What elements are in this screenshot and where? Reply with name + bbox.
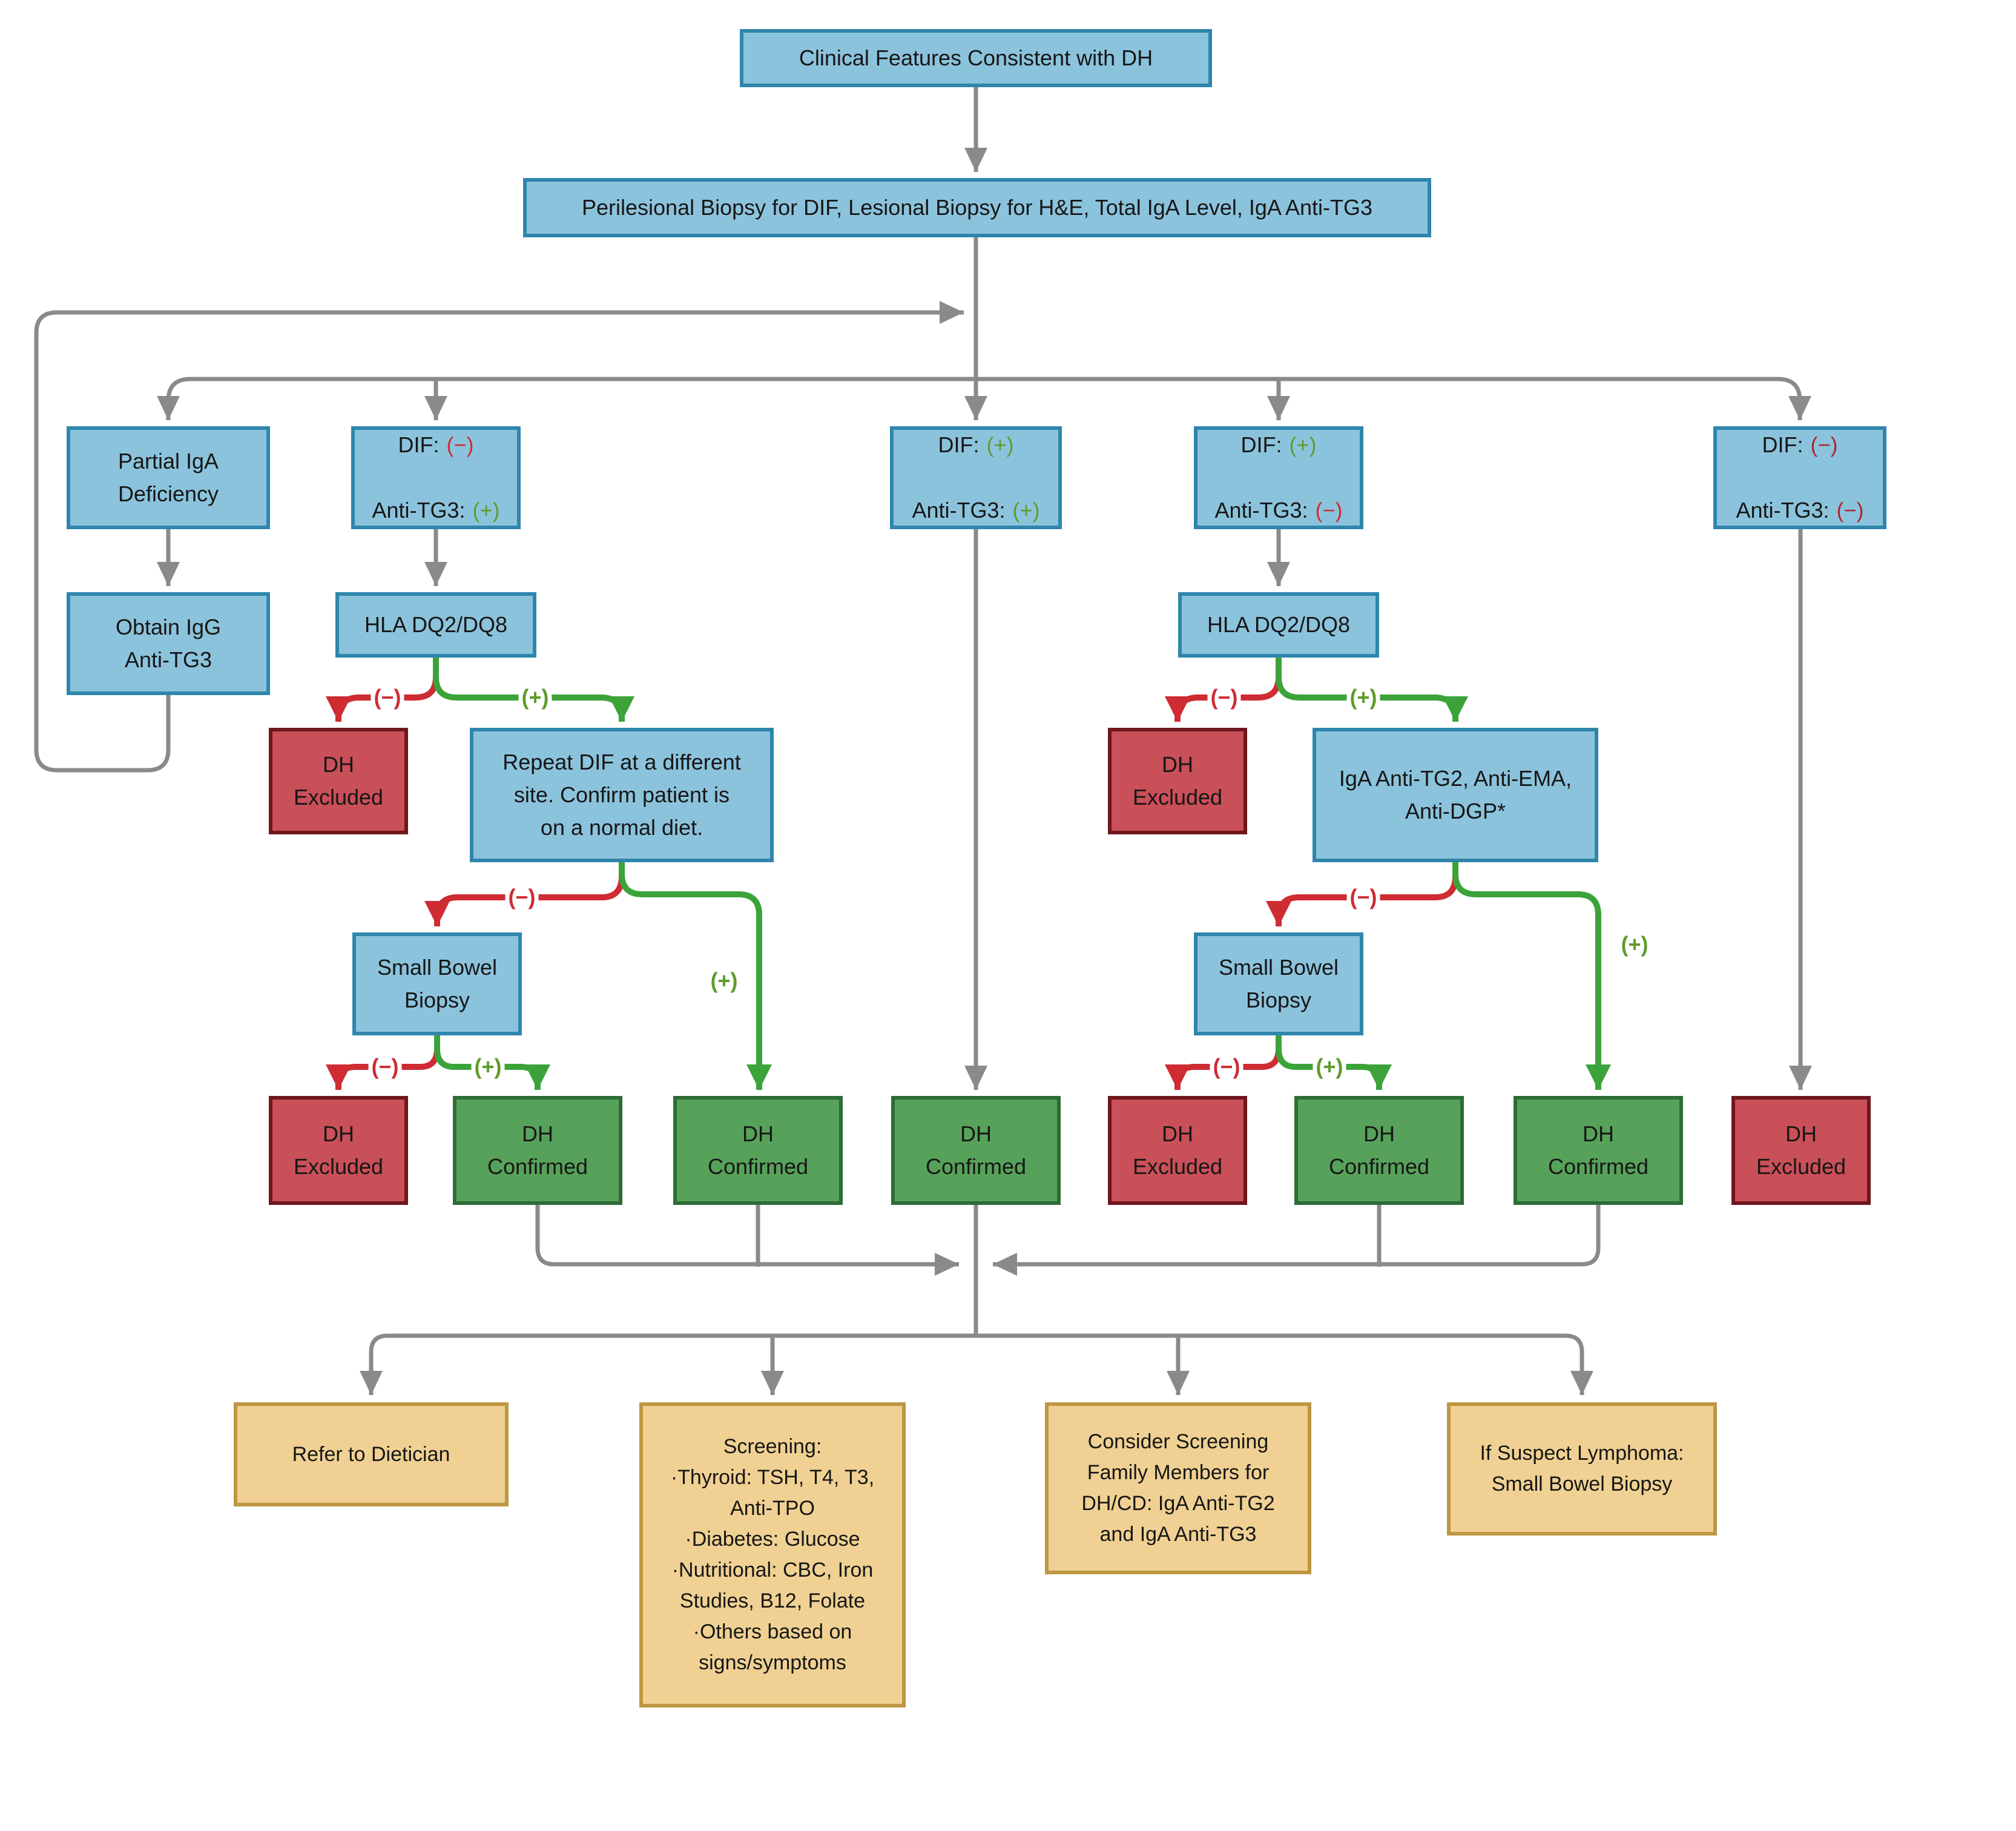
tg3-label: Anti-TG3:: [912, 498, 1006, 523]
edge-label-positive: (+): [471, 1055, 505, 1079]
dif-value: (+): [1289, 432, 1317, 457]
positive-connectors: [433, 658, 1611, 1090]
node-clinical-features: Clinical Features Consistent with DH: [740, 29, 1212, 87]
gray-connectors: [34, 87, 1812, 1395]
tg3-value: (−): [1315, 498, 1343, 523]
tg3-value: (+): [1012, 498, 1040, 523]
dif-label: DIF:: [1762, 432, 1804, 457]
edge-label-negative: (−): [1210, 1055, 1244, 1079]
node-small-bowel-biopsy-right: Small Bowel Biopsy: [1194, 932, 1363, 1035]
node-result-excluded-3: DH Excluded: [1731, 1096, 1871, 1205]
node-result-confirmed-5: DH Confirmed: [1514, 1096, 1683, 1205]
node-dif-pos-tg3-pos: DIF:(+) Anti-TG3:(+): [890, 426, 1062, 529]
tg3-value: (+): [472, 498, 500, 523]
dif-value: (−): [1810, 432, 1838, 457]
node-hla-dq2dq8-left: HLA DQ2/DQ8: [335, 592, 536, 658]
node-screening: Screening: ·Thyroid: TSH, T4, T3, Anti-T…: [639, 1402, 906, 1707]
node-family-screening: Consider Screening Family Members for DH…: [1045, 1402, 1311, 1574]
tg3-value: (−): [1836, 498, 1864, 523]
node-dh-excluded-hla-right: DH Excluded: [1108, 728, 1247, 834]
edge-label-negative: (−): [1346, 885, 1380, 909]
node-iga-antibody-panel: IgA Anti-TG2, Anti-EMA, Anti-DGP*: [1313, 728, 1598, 862]
dif-label: DIF:: [1240, 432, 1282, 457]
edge-label-negative: (−): [371, 685, 404, 710]
node-result-confirmed-4: DH Confirmed: [1294, 1096, 1464, 1205]
node-small-bowel-biopsy-left: Small Bowel Biopsy: [352, 932, 522, 1035]
node-result-excluded-1: DH Excluded: [269, 1096, 408, 1205]
dif-value: (−): [446, 432, 474, 457]
node-partial-iga-deficiency: Partial IgA Deficiency: [67, 426, 270, 529]
dif-label: DIF:: [938, 432, 980, 457]
node-result-confirmed-2: DH Confirmed: [673, 1096, 843, 1205]
tg3-label: Anti-TG3:: [372, 498, 466, 523]
tg3-label: Anti-TG3:: [1214, 498, 1308, 523]
tg3-label: Anti-TG3:: [1736, 498, 1830, 523]
dif-value: (+): [986, 432, 1014, 457]
edge-label-positive: (+): [707, 969, 741, 993]
node-result-excluded-2: DH Excluded: [1108, 1096, 1247, 1205]
edge-label-positive: (+): [1346, 685, 1380, 710]
node-dh-excluded-hla-left: DH Excluded: [269, 728, 408, 834]
node-workup: Perilesional Biopsy for DIF, Lesional Bi…: [523, 178, 1431, 237]
node-hla-dq2dq8-right: HLA DQ2/DQ8: [1178, 592, 1379, 658]
node-obtain-igg-anti-tg3: Obtain IgG Anti-TG3: [67, 592, 270, 695]
node-dif-neg-tg3-neg: DIF:(−) Anti-TG3:(−): [1713, 426, 1886, 529]
node-lymphoma-biopsy: If Suspect Lymphoma: Small Bowel Biopsy: [1447, 1402, 1717, 1536]
dif-label: DIF:: [398, 432, 440, 457]
edge-label-positive: (+): [1618, 932, 1652, 957]
edge-label-negative: (−): [1207, 685, 1241, 710]
node-dif-neg-tg3-pos: DIF:(−) Anti-TG3:(+): [351, 426, 521, 529]
edge-label-negative: (−): [368, 1055, 402, 1079]
edge-label-negative: (−): [505, 885, 539, 909]
node-refer-dietician: Refer to Dietician: [234, 1402, 509, 1506]
node-result-confirmed-1: DH Confirmed: [453, 1096, 622, 1205]
node-result-confirmed-3: DH Confirmed: [891, 1096, 1061, 1205]
edge-label-positive: (+): [518, 685, 552, 710]
node-repeat-dif: Repeat DIF at a different site. Confirm …: [470, 728, 774, 862]
node-dif-pos-tg3-neg: DIF: (+) Anti-TG3: (−): [1194, 426, 1363, 529]
edge-label-positive: (+): [1313, 1055, 1346, 1079]
